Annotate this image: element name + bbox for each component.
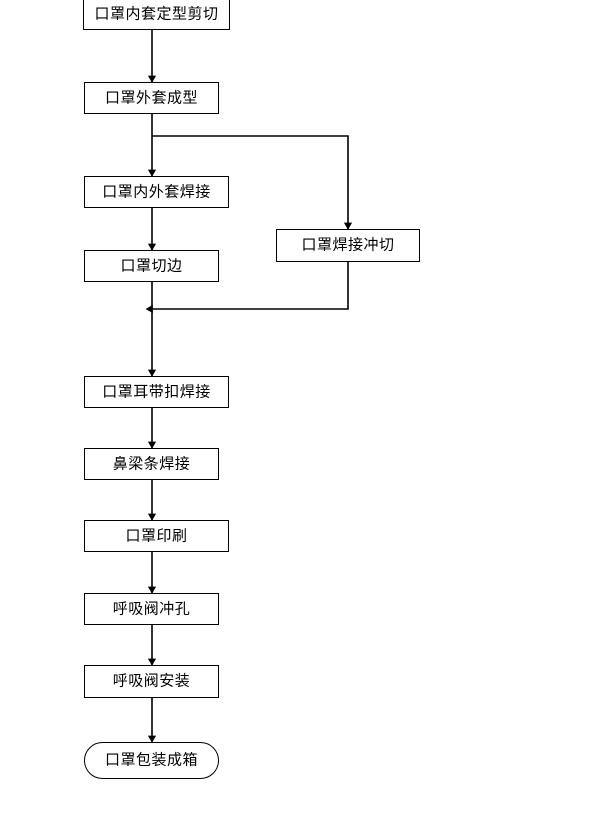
node-label: 呼吸阀安装 [112, 671, 191, 690]
node-label: 口罩印刷 [125, 526, 188, 544]
node-weld-punch-cut[interactable]: 口罩焊接冲切 [276, 229, 420, 262]
node-label: 口罩焊接冲切 [301, 235, 395, 254]
node-label: 口罩外套成型 [104, 88, 198, 106]
node-label: 口罩内套定型剪切 [94, 4, 219, 22]
node-outer-shell-forming[interactable]: 口罩外套成型 [84, 82, 219, 114]
node-label: 鼻梁条焊接 [112, 454, 191, 472]
node-edge-trimming[interactable]: 口罩切边 [84, 250, 219, 282]
node-packaging-boxing[interactable]: 口罩包装成箱 [84, 742, 219, 779]
edge-n5-merge [145, 262, 349, 314]
node-inner-shell-cut[interactable]: 口罩内套定型剪切 [83, 0, 230, 30]
node-nose-bridge-welding[interactable]: 鼻梁条焊接 [84, 448, 219, 480]
node-valve-hole-punching[interactable]: 呼吸阀冲孔 [84, 593, 219, 625]
edge-n2-n5 [152, 135, 353, 230]
node-earloop-buckle-welding[interactable]: 口罩耳带扣焊接 [84, 376, 229, 408]
node-inner-outer-welding[interactable]: 口罩内外套焊接 [84, 176, 229, 208]
node-label: 口罩内外套焊接 [102, 182, 211, 200]
node-label: 口罩包装成箱 [104, 750, 198, 769]
node-label: 口罩切边 [120, 256, 183, 274]
node-label: 口罩耳带扣焊接 [102, 382, 211, 400]
node-mask-printing[interactable]: 口罩印刷 [84, 520, 229, 552]
node-valve-installation[interactable]: 呼吸阀安装 [84, 665, 219, 698]
node-label: 呼吸阀冲孔 [112, 599, 191, 617]
